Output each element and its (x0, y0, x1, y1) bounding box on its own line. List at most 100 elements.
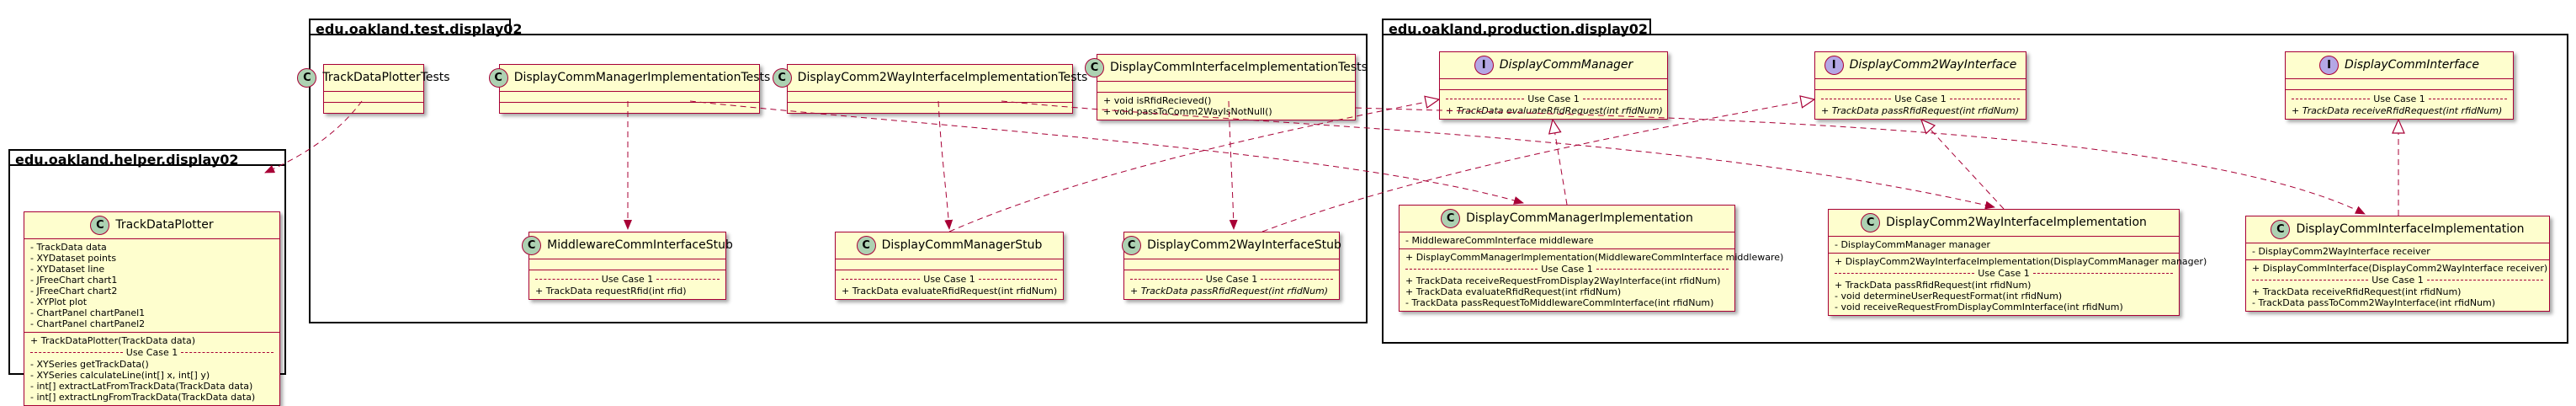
class-badge-icon: C (488, 68, 508, 88)
interface-methods: Use Case 1 + TrackData passRfidRequest(i… (1815, 89, 2026, 119)
class-methods: + void isRfidRecieved() + void passToCom… (1097, 92, 1355, 120)
method: + DisplayCommInterface(DisplayComm2WayIn… (2252, 263, 2548, 274)
interface-methods: Use Case 1 + TrackData receiveRfidReques… (2286, 89, 2513, 119)
method: + DisplayComm2WayInterfaceImplementation… (1835, 256, 2207, 267)
class-fields: - MiddlewareCommInterface middleware (1400, 232, 1734, 248)
interface-display-comm-2way[interactable]: I DisplayComm2WayInterface Use Case 1 + T… (1814, 51, 2026, 120)
class-track-data-plotter[interactable]: C TrackDataPlotter - TrackData data - XYD… (24, 211, 280, 406)
class-badge-icon: C (2271, 220, 2291, 239)
class-badge-icon: C (1441, 209, 1461, 228)
class-dc2w-stub[interactable]: C DisplayComm2WayInterfaceStub Use Case 1… (1122, 232, 1341, 300)
class-methods: Use Case 1 + TrackData requestRfid(int r… (529, 270, 725, 299)
use-case-divider: Use Case 1 (1405, 264, 1729, 275)
class-dcm-stub[interactable]: C DisplayCommManagerStub Use Case 1 + Tra… (835, 232, 1064, 300)
field: - DisplayCommManager manager (1835, 239, 1991, 250)
field: - JFreeChart chart2 (30, 286, 118, 296)
method: + void isRfidRecieved() (1103, 95, 1212, 106)
field: - XYDataset line (30, 264, 105, 275)
method: - XYSeries getTrackData() (30, 359, 149, 370)
class-dci-impl[interactable]: C DisplayCommInterfaceImplementation - Di… (2245, 216, 2550, 312)
class-middleware-stub[interactable]: C MiddlewareCommInterfaceStub Use Case 1 … (522, 232, 733, 300)
interface-name: DisplayComm2WayInterface (1849, 58, 2017, 72)
class-name: DisplayCommManagerImplementationTests (513, 71, 771, 84)
method: - XYSeries calculateLine(int[] x, int[] … (30, 370, 210, 381)
use-case-divider: Use Case 1 (535, 274, 720, 285)
interface-badge-icon: I (1824, 56, 1844, 75)
class-name: MiddlewareCommInterfaceStub (547, 238, 733, 252)
class-methods: + TrackDataPlotter(TrackData data) Use C… (24, 332, 279, 405)
use-case-divider: Use Case 1 (2252, 275, 2543, 286)
class-name: DisplayComm2WayInterfaceImplementationTe… (797, 71, 1088, 84)
use-case-divider: Use Case 1 (2292, 93, 2507, 104)
class-fields: - TrackData data - XYDataset points - XY… (24, 238, 279, 332)
class-dc2w-impl-tests[interactable]: C DisplayComm2WayInterfaceImplementationT… (772, 64, 1087, 114)
class-methods: Use Case 1 + TrackData passRfidRequest(i… (1124, 270, 1339, 299)
class-badge-icon: C (522, 236, 542, 255)
method: - int[] extractLngFromTrackData(TrackDat… (30, 392, 256, 403)
method: + TrackData requestRfid(int rfid) (535, 286, 687, 296)
method: - void determineUserRequestFormat(int rf… (1835, 291, 2063, 302)
class-name: DisplayCommManagerStub (881, 238, 1043, 252)
field: - JFreeChart chart1 (30, 275, 118, 286)
class-dcm-impl-tests[interactable]: C DisplayCommManagerImplementationTests (488, 64, 770, 114)
method: + TrackData receiveRfidRequest(int rfidN… (2252, 286, 2462, 297)
use-case-divider: Use Case 1 (842, 274, 1057, 285)
use-case-divider: Use Case 1 (1130, 274, 1333, 285)
class-methods: + DisplayComm2WayInterfaceImplementation… (1829, 253, 2207, 315)
class-badge-icon: C (1085, 58, 1105, 77)
use-case-divider: Use Case 1 (30, 347, 274, 358)
field: - ChartPanel chartPanel1 (30, 307, 146, 318)
class-badge-icon: C (1122, 236, 1142, 255)
package-label-production: edu.oakland.production.display02 (1389, 21, 1649, 37)
interface-display-comm-interface[interactable]: I DisplayCommInterface Use Case 1 + Track… (2285, 51, 2514, 120)
class-badge-icon: C (90, 216, 110, 235)
class-methods: + DisplayCommInterface(DisplayComm2WayIn… (2246, 259, 2549, 311)
package-tab-test: edu.oakland.test.display02 (309, 19, 523, 37)
field: - XYPlot plot (30, 296, 88, 307)
class-badge-icon: C (297, 68, 317, 88)
class-name: DisplayComm2WayInterfaceStub (1147, 238, 1341, 252)
class-badge-icon: C (856, 236, 876, 255)
use-case-divider: Use Case 1 (1835, 268, 2173, 279)
use-case-divider: Use Case 1 (1821, 93, 2020, 104)
class-badge-icon: C (772, 68, 792, 88)
interface-name: DisplayCommInterface (2345, 58, 2479, 72)
class-name: TrackDataPlotter (115, 218, 214, 232)
class-fields: - DisplayComm2WayInterface receiver (2246, 243, 2549, 259)
class-fields: - DisplayCommManager manager (1829, 236, 2179, 253)
method: + DisplayCommManagerImplementation(Middl… (1405, 252, 1784, 263)
method: + TrackData passRfidRequest(int rfidNum) (1130, 286, 1329, 296)
interface-methods: Use Case 1 + TrackData evaluateRfidReque… (1440, 89, 1667, 119)
package-label-helper: edu.oakland.helper.display02 (15, 152, 239, 168)
field: - ChartPanel chartPanel2 (30, 318, 146, 329)
method: + TrackData receiveRequestFromDisplay2Wa… (1405, 275, 1721, 286)
class-name: TrackDataPlotterTests (322, 71, 450, 84)
class-track-data-plotter-tests[interactable]: C TrackDataPlotterTests (297, 64, 450, 114)
method: + void passToComm2WayIsNotNull() (1103, 106, 1272, 117)
interface-badge-icon: I (2319, 56, 2340, 75)
use-case-divider: Use Case 1 (1446, 93, 1661, 104)
class-name: DisplayComm2WayInterfaceImplementation (1886, 216, 2147, 229)
field: - TrackData data (30, 242, 107, 253)
method: + TrackData receiveRfidRequest(int rfidN… (2292, 105, 2503, 116)
method: - TrackData passRequestToMiddlewareCommI… (1405, 297, 1714, 308)
class-dci-impl-tests[interactable]: C DisplayCommInterfaceImplementationTests… (1085, 54, 1368, 120)
class-name: DisplayCommInterfaceImplementation (2296, 222, 2525, 236)
package-tab-helper: edu.oakland.helper.display02 (8, 149, 286, 168)
field: - XYDataset points (30, 253, 117, 264)
method: - TrackData passToComm2WayInterface(int … (2252, 297, 2496, 308)
interface-name: DisplayCommManager (1499, 58, 1633, 72)
method: + TrackDataPlotter(TrackData data) (30, 335, 196, 346)
method: + TrackData passRfidRequest(int rfidNum) (1821, 105, 2020, 116)
method: + TrackData evaluateRfidRequest(int rfid… (842, 286, 1058, 296)
method: - void receiveRequestFromDisplayCommInte… (1835, 302, 2123, 313)
package-tab-production: edu.oakland.production.display02 (1382, 19, 1651, 37)
method: + TrackData evaluateRfidRequest(int rfid… (1446, 105, 1663, 116)
class-name: DisplayCommInterfaceImplementationTests (1110, 61, 1368, 74)
field: - MiddlewareCommInterface middleware (1405, 235, 1594, 246)
field: - DisplayComm2WayInterface receiver (2252, 246, 2430, 257)
class-methods: + DisplayCommManagerImplementation(Middl… (1400, 248, 1784, 311)
